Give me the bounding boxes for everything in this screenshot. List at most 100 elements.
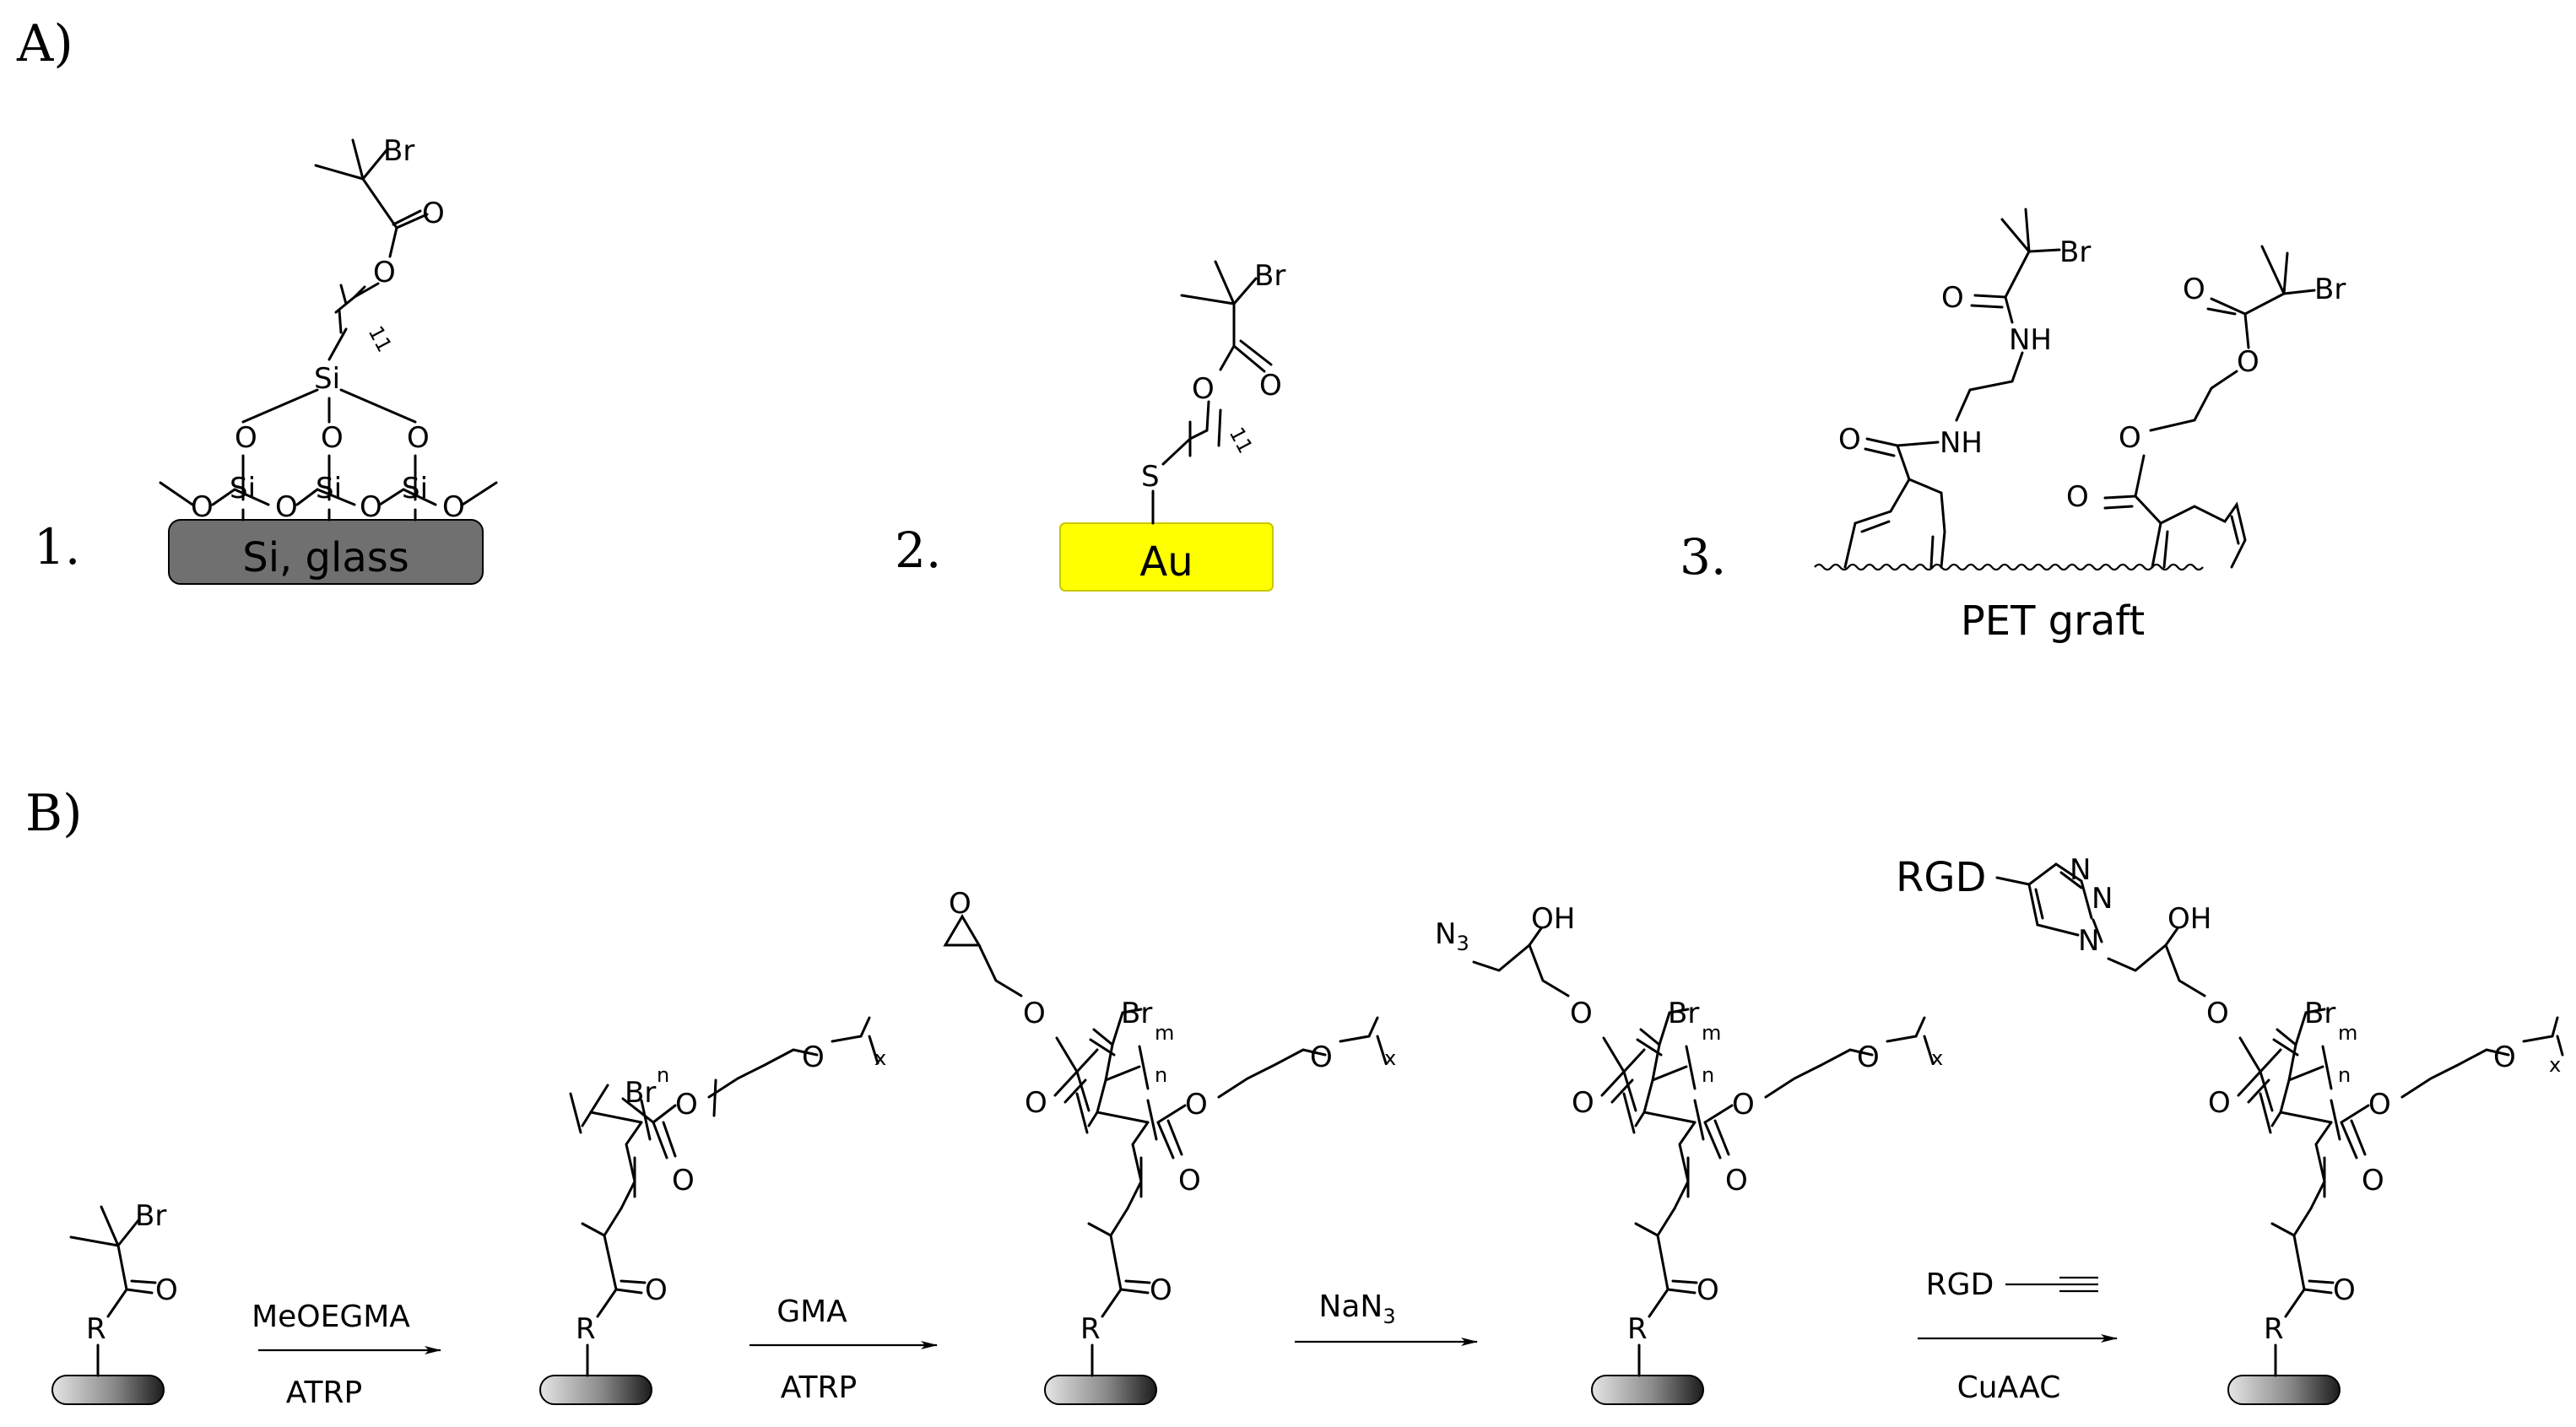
item-label-3: 3.: [1680, 528, 1726, 586]
svg-text:n: n: [2338, 1063, 2351, 1087]
svg-text:O: O: [1697, 1273, 1719, 1307]
step-4-condition: CuAAC: [1957, 1370, 2061, 1405]
svg-text:Br: Br: [1121, 997, 1152, 1030]
svg-text:O: O: [2066, 480, 2089, 514]
svg-text:x: x: [1931, 1046, 1943, 1070]
bead-2: [1044, 1375, 1157, 1405]
panel-label-b: B): [25, 784, 83, 843]
svg-text:O: O: [2206, 997, 2229, 1030]
svg-text:O: O: [675, 1088, 698, 1122]
svg-text:Br: Br: [383, 134, 414, 168]
surface-initiator: R O Br: [51, 1199, 178, 1405]
svg-text:m: m: [1155, 1021, 1174, 1045]
svg-text:O: O: [191, 490, 214, 524]
svg-text:O: O: [1178, 1164, 1201, 1197]
svg-text:O: O: [407, 421, 430, 455]
svg-text:x: x: [2549, 1053, 2561, 1077]
svg-text:11: 11: [1225, 424, 1258, 457]
svg-text:m: m: [1702, 1021, 1721, 1045]
svg-text:O: O: [1310, 1041, 1333, 1074]
svg-text:O: O: [360, 490, 382, 524]
rgd-label: RGD: [1896, 854, 1987, 901]
svg-text:O: O: [1185, 1088, 1208, 1122]
svg-text:NH: NH: [1940, 426, 1983, 460]
svg-text:O: O: [321, 421, 344, 455]
svg-text:Br: Br: [135, 1199, 166, 1233]
step-2-arrow: GMA ATRP: [750, 1295, 938, 1405]
svg-text:O: O: [2119, 421, 2141, 455]
svg-text:S: S: [1141, 460, 1160, 494]
pet-surface: [1814, 563, 2204, 571]
svg-text:Br: Br: [2059, 235, 2091, 269]
svg-text:Br: Br: [625, 1076, 656, 1110]
au-label: Au: [1139, 538, 1193, 586]
svg-text:O: O: [802, 1041, 825, 1074]
item-label-1: 1.: [34, 518, 80, 576]
svg-text:m: m: [2338, 1021, 2357, 1045]
step-2-reagent: GMA: [777, 1295, 847, 1329]
svg-text:OH: OH: [1531, 902, 1575, 936]
svg-text:OH: OH: [2167, 902, 2211, 936]
svg-text:n: n: [1155, 1063, 1167, 1087]
svg-text:x: x: [874, 1046, 886, 1070]
item-label-2: 2.: [895, 522, 941, 579]
svg-text:11: 11: [364, 322, 397, 356]
svg-text:O: O: [2237, 345, 2259, 379]
structure-1-silane-initiator: 1. Si, glass O Si O Si O Si O O O O Si 1…: [34, 134, 498, 585]
svg-text:x: x: [1384, 1046, 1396, 1070]
product-2-block-copolymer-epoxide: R O O n O O x O Br m O O: [943, 887, 1396, 1405]
svg-text:R: R: [2264, 1312, 2284, 1346]
step-2-condition: ATRP: [781, 1370, 858, 1405]
svg-text:O: O: [275, 490, 298, 524]
svg-text:R: R: [1627, 1312, 1648, 1346]
svg-text:O: O: [1570, 997, 1593, 1030]
svg-text:O: O: [1572, 1086, 1594, 1120]
svg-text:Si: Si: [314, 362, 340, 396]
svg-text:O: O: [442, 490, 465, 524]
svg-text:N: N: [2070, 853, 2091, 887]
bead-0: [51, 1375, 165, 1405]
step-1-reagent: MeOEGMA: [252, 1300, 410, 1334]
svg-text:O: O: [949, 887, 971, 921]
svg-text:NH: NH: [2009, 323, 2052, 357]
au-substrate: [1059, 522, 1274, 592]
svg-text:n: n: [1702, 1063, 1714, 1087]
panel-label-a: A): [16, 14, 73, 73]
bead-1: [539, 1375, 652, 1405]
svg-text:O: O: [1259, 369, 1282, 403]
svg-text:O: O: [2493, 1041, 2516, 1074]
svg-text:O: O: [1725, 1164, 1748, 1197]
svg-text:n: n: [657, 1063, 669, 1087]
svg-text:O: O: [235, 421, 257, 455]
svg-text:R: R: [86, 1312, 106, 1346]
svg-text:Br: Br: [2314, 273, 2346, 306]
svg-text:Si: Si: [316, 472, 342, 505]
svg-text:O: O: [1025, 1086, 1047, 1120]
svg-text:O: O: [155, 1273, 178, 1307]
svg-text:N: N: [2078, 924, 2099, 958]
svg-text:Si: Si: [402, 472, 428, 505]
svg-text:O: O: [1838, 423, 1861, 457]
svg-text:R: R: [576, 1312, 596, 1346]
svg-text:O: O: [2333, 1273, 2356, 1307]
si-glass-substrate: [168, 519, 484, 585]
bead-4: [2227, 1375, 2341, 1405]
product-1-pmeoegma: R O O Br n O O x: [539, 1016, 886, 1405]
step-4-arrow: RGD CuAAC: [1918, 1268, 2118, 1405]
svg-text:O: O: [2208, 1086, 2231, 1120]
svg-text:R: R: [1080, 1312, 1101, 1346]
product-4-rgd-triazole: R O O n O O x O Br m O OH N: [1896, 853, 2564, 1405]
svg-text:Si: Si: [230, 472, 256, 505]
pet-graft-label: PET graft: [1961, 597, 2145, 645]
step-4-reagent: RGD: [1926, 1268, 1994, 1302]
azide-label: N3: [1435, 917, 1469, 955]
step-1-condition: ATRP: [286, 1376, 363, 1410]
structure-3-pet-graft: 3. PET graft O NH NH O Br O O O: [1680, 208, 2346, 645]
svg-text:O: O: [2362, 1164, 2384, 1197]
svg-text:O: O: [1023, 997, 1046, 1030]
svg-text:O: O: [422, 197, 445, 230]
svg-text:Br: Br: [2304, 997, 2335, 1030]
svg-text:N: N: [2092, 882, 2113, 916]
step-3-reagent: NaN3: [1318, 1289, 1395, 1328]
